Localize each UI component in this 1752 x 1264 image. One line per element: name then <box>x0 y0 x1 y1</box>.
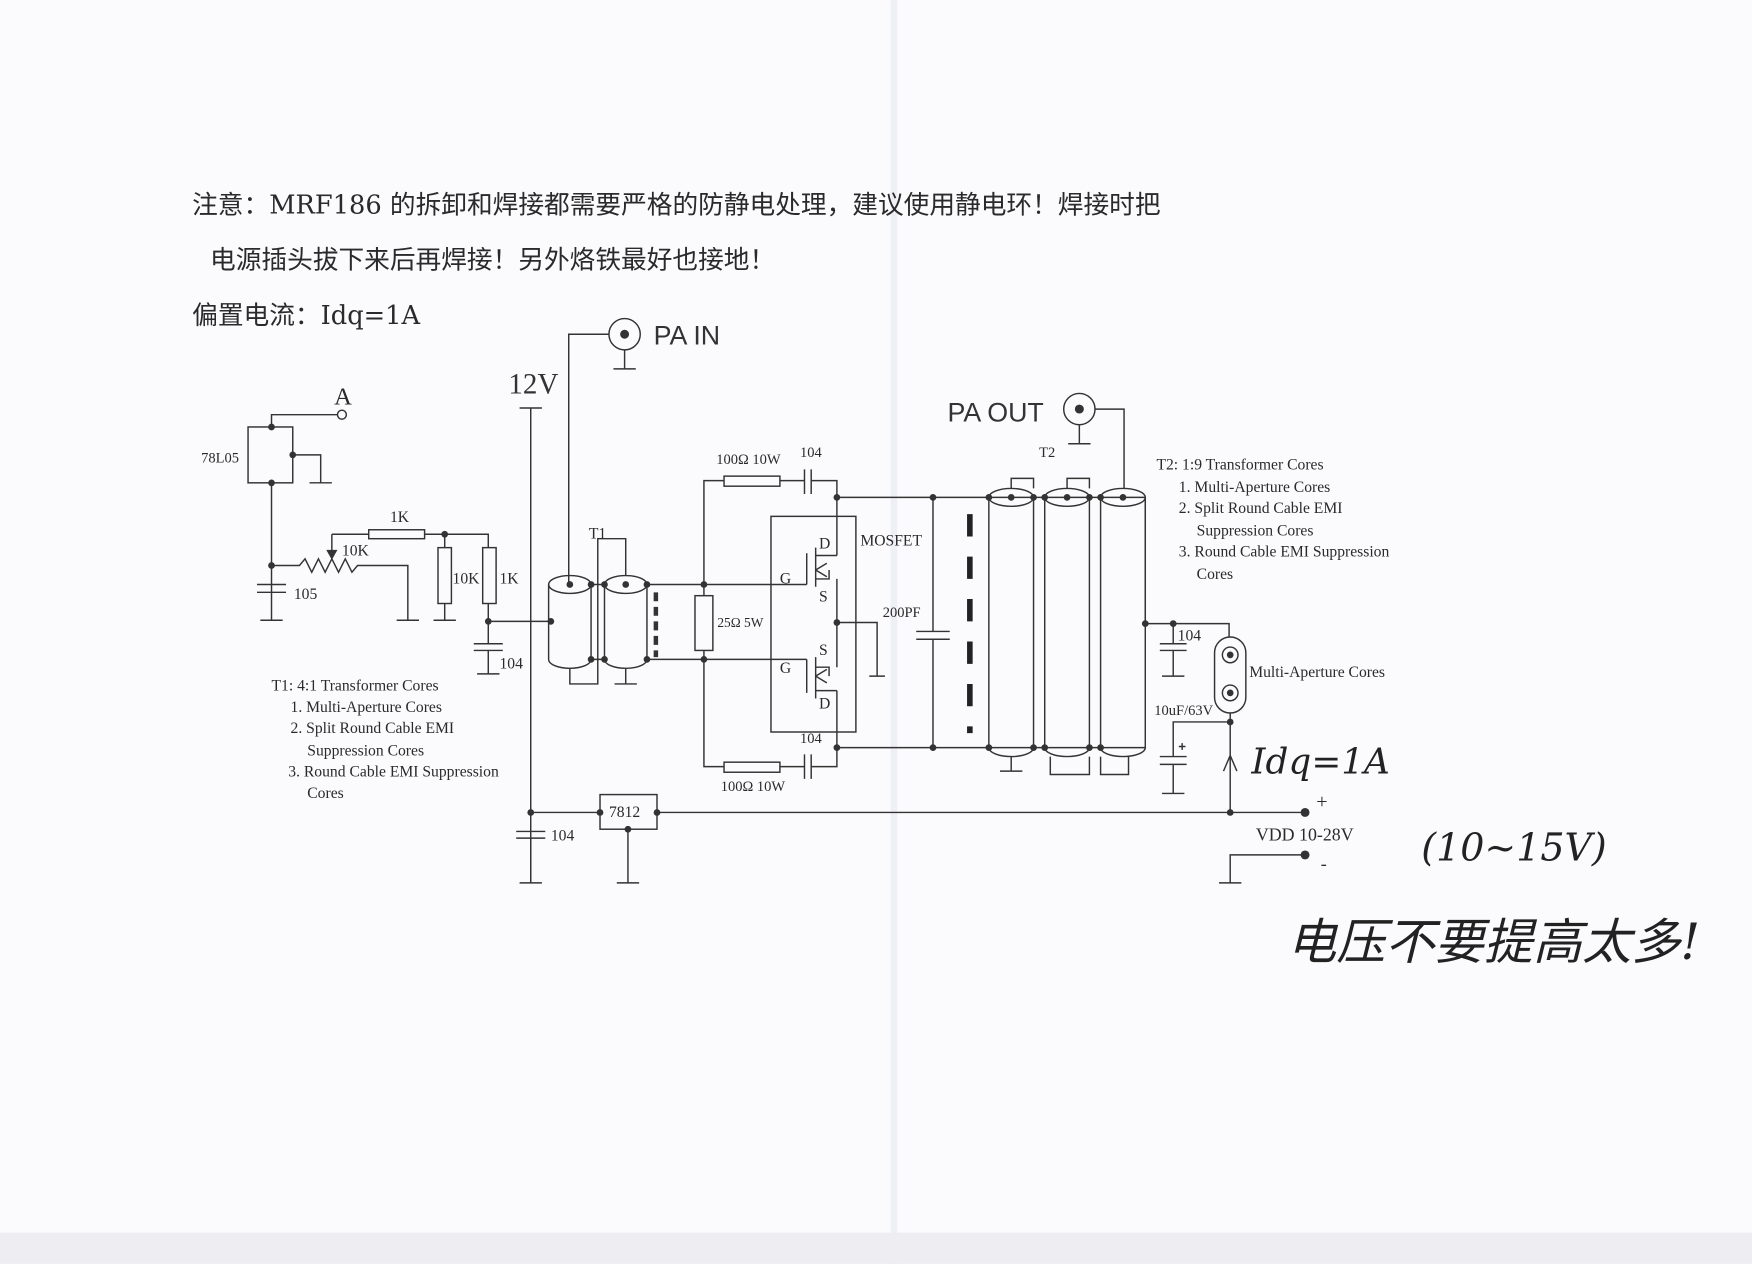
test-point-a <box>336 409 348 420</box>
gate-1-label: G <box>780 570 791 587</box>
notice-line-1: 注意：MRF186 的拆卸和焊接都需要严格的防静电处理，建议使用静电环！焊接时把 <box>192 191 1160 221</box>
resistor-1k-vertical <box>481 546 497 605</box>
supply-rail <box>516 811 1306 884</box>
78l05-label: 78L05 <box>201 451 239 467</box>
resistor-25-ohm <box>694 594 714 652</box>
pa-in-label: PA IN <box>654 320 721 350</box>
capacitor-104-top <box>803 469 812 495</box>
12v-label: 12V <box>508 368 558 400</box>
mosfet-mrf186 <box>770 494 885 751</box>
cap-104-12v-label: 104 <box>551 827 575 844</box>
gate-network-wires <box>646 479 838 768</box>
drain-1-label: D <box>819 536 830 553</box>
source-1-label: S <box>819 588 828 605</box>
source-2-label: S <box>819 642 828 659</box>
resistor-1k-horizontal <box>367 529 426 540</box>
t2-note-5: Cores <box>1197 566 1233 583</box>
resistor-100-top <box>723 475 781 487</box>
plus-label: + <box>1316 791 1327 813</box>
electrolytic-10uf <box>1159 713 1231 813</box>
decoupling-104 <box>1145 622 1230 677</box>
handwritten-warning: 电压不要提高太多! <box>1287 913 1700 971</box>
t2-note-4: 3. Round Cable EMI Suppression <box>1179 544 1390 561</box>
t2-note-2: 2. Split Round Cable EMI <box>1179 500 1343 517</box>
ground-wire <box>1219 854 1306 884</box>
t1-note-3: Suppression Cores <box>307 742 424 759</box>
bias-current-note: 偏置电流：Idq=1A <box>192 301 420 331</box>
regulator-78l05 <box>247 413 338 593</box>
t1-notes: T1: 4:1 Transformer Cores 1. Multi-Apert… <box>272 678 499 802</box>
r-1k-v-label: 1K <box>499 570 519 587</box>
current-arrow-icon <box>1222 753 1238 772</box>
cap-104-bot-label: 104 <box>800 731 823 747</box>
cap-10uf-label: 10uF/63V <box>1154 703 1213 719</box>
t1-note-1: 1. Multi-Aperture Cores <box>291 699 442 716</box>
t1-note-4: 3. Round Cable EMI Suppression <box>288 764 499 781</box>
r-100-top-label: 100Ω 10W <box>716 452 781 468</box>
scan-edge <box>0 1232 1752 1264</box>
pa-out-label: PA OUT <box>948 397 1044 427</box>
r-25-label: 25Ω 5W <box>717 615 763 630</box>
potentiometer-10k <box>271 534 420 621</box>
cap-104-out-label: 104 <box>1178 627 1202 644</box>
pa-out-connector <box>1062 392 1125 489</box>
transformer-t2 <box>985 477 1147 776</box>
cap-200pf-label: 200PF <box>883 605 921 621</box>
capacitor-104-bottom <box>803 754 812 779</box>
r-100-bot-label: 100Ω 10W <box>721 779 786 795</box>
point-a-label: A <box>334 384 352 411</box>
t1-note-5: Cores <box>307 785 343 802</box>
t2-label: T2 <box>1039 445 1055 461</box>
12v-rail <box>519 407 542 883</box>
cap-105-label: 105 <box>294 586 318 603</box>
pot-10k-label: 10K <box>342 542 370 559</box>
capacitor-105 <box>256 583 287 621</box>
r-1k-h-label: 1K <box>390 509 410 526</box>
handwritten-range: (10~15V) <box>1421 825 1607 869</box>
resistor-10k <box>437 546 453 605</box>
t1-note-2: 2. Split Round Cable EMI <box>291 720 455 737</box>
wire-10k <box>433 534 456 621</box>
minus-label: - <box>1321 853 1327 873</box>
cap-104-bias-label: 104 <box>499 655 523 672</box>
notice-line-2: 电源插头拔下来后再焊接！另外烙铁最好也接地！ <box>210 245 775 275</box>
t1-label: T1 <box>589 526 606 543</box>
regulator-7812 <box>599 793 658 830</box>
multi-aperture-core <box>1213 636 1247 714</box>
multi-aperture-label: Multi-Aperture Cores <box>1249 664 1385 681</box>
mosfet-label: MOSFET <box>860 532 922 549</box>
r-10k-label: 10K <box>453 570 481 587</box>
t2-note-0: T2: 1:9 Transformer Cores <box>1156 456 1323 473</box>
7812-label: 7812 <box>609 804 640 821</box>
transformer-t1 <box>547 537 659 685</box>
t2-notes: T2: 1:9 Transformer Cores 1. Multi-Apert… <box>1156 456 1389 583</box>
t1-note-0: T1: 4:1 Transformer Cores <box>272 678 439 695</box>
gate-2-label: G <box>780 660 791 677</box>
cap-104-top-label: 104 <box>800 445 823 461</box>
vdd-plus-terminal <box>1300 807 1310 817</box>
pa-in-connector <box>568 317 641 585</box>
resistor-100-bottom <box>723 761 781 773</box>
t2-note-1: 1. Multi-Aperture Cores <box>1179 479 1330 496</box>
vdd-label: VDD 10-28V <box>1256 824 1354 844</box>
drain-2-label: D <box>819 696 830 713</box>
handwritten-idq: Idq=1A <box>1250 741 1389 782</box>
t2-note-3: Suppression Cores <box>1197 522 1314 539</box>
